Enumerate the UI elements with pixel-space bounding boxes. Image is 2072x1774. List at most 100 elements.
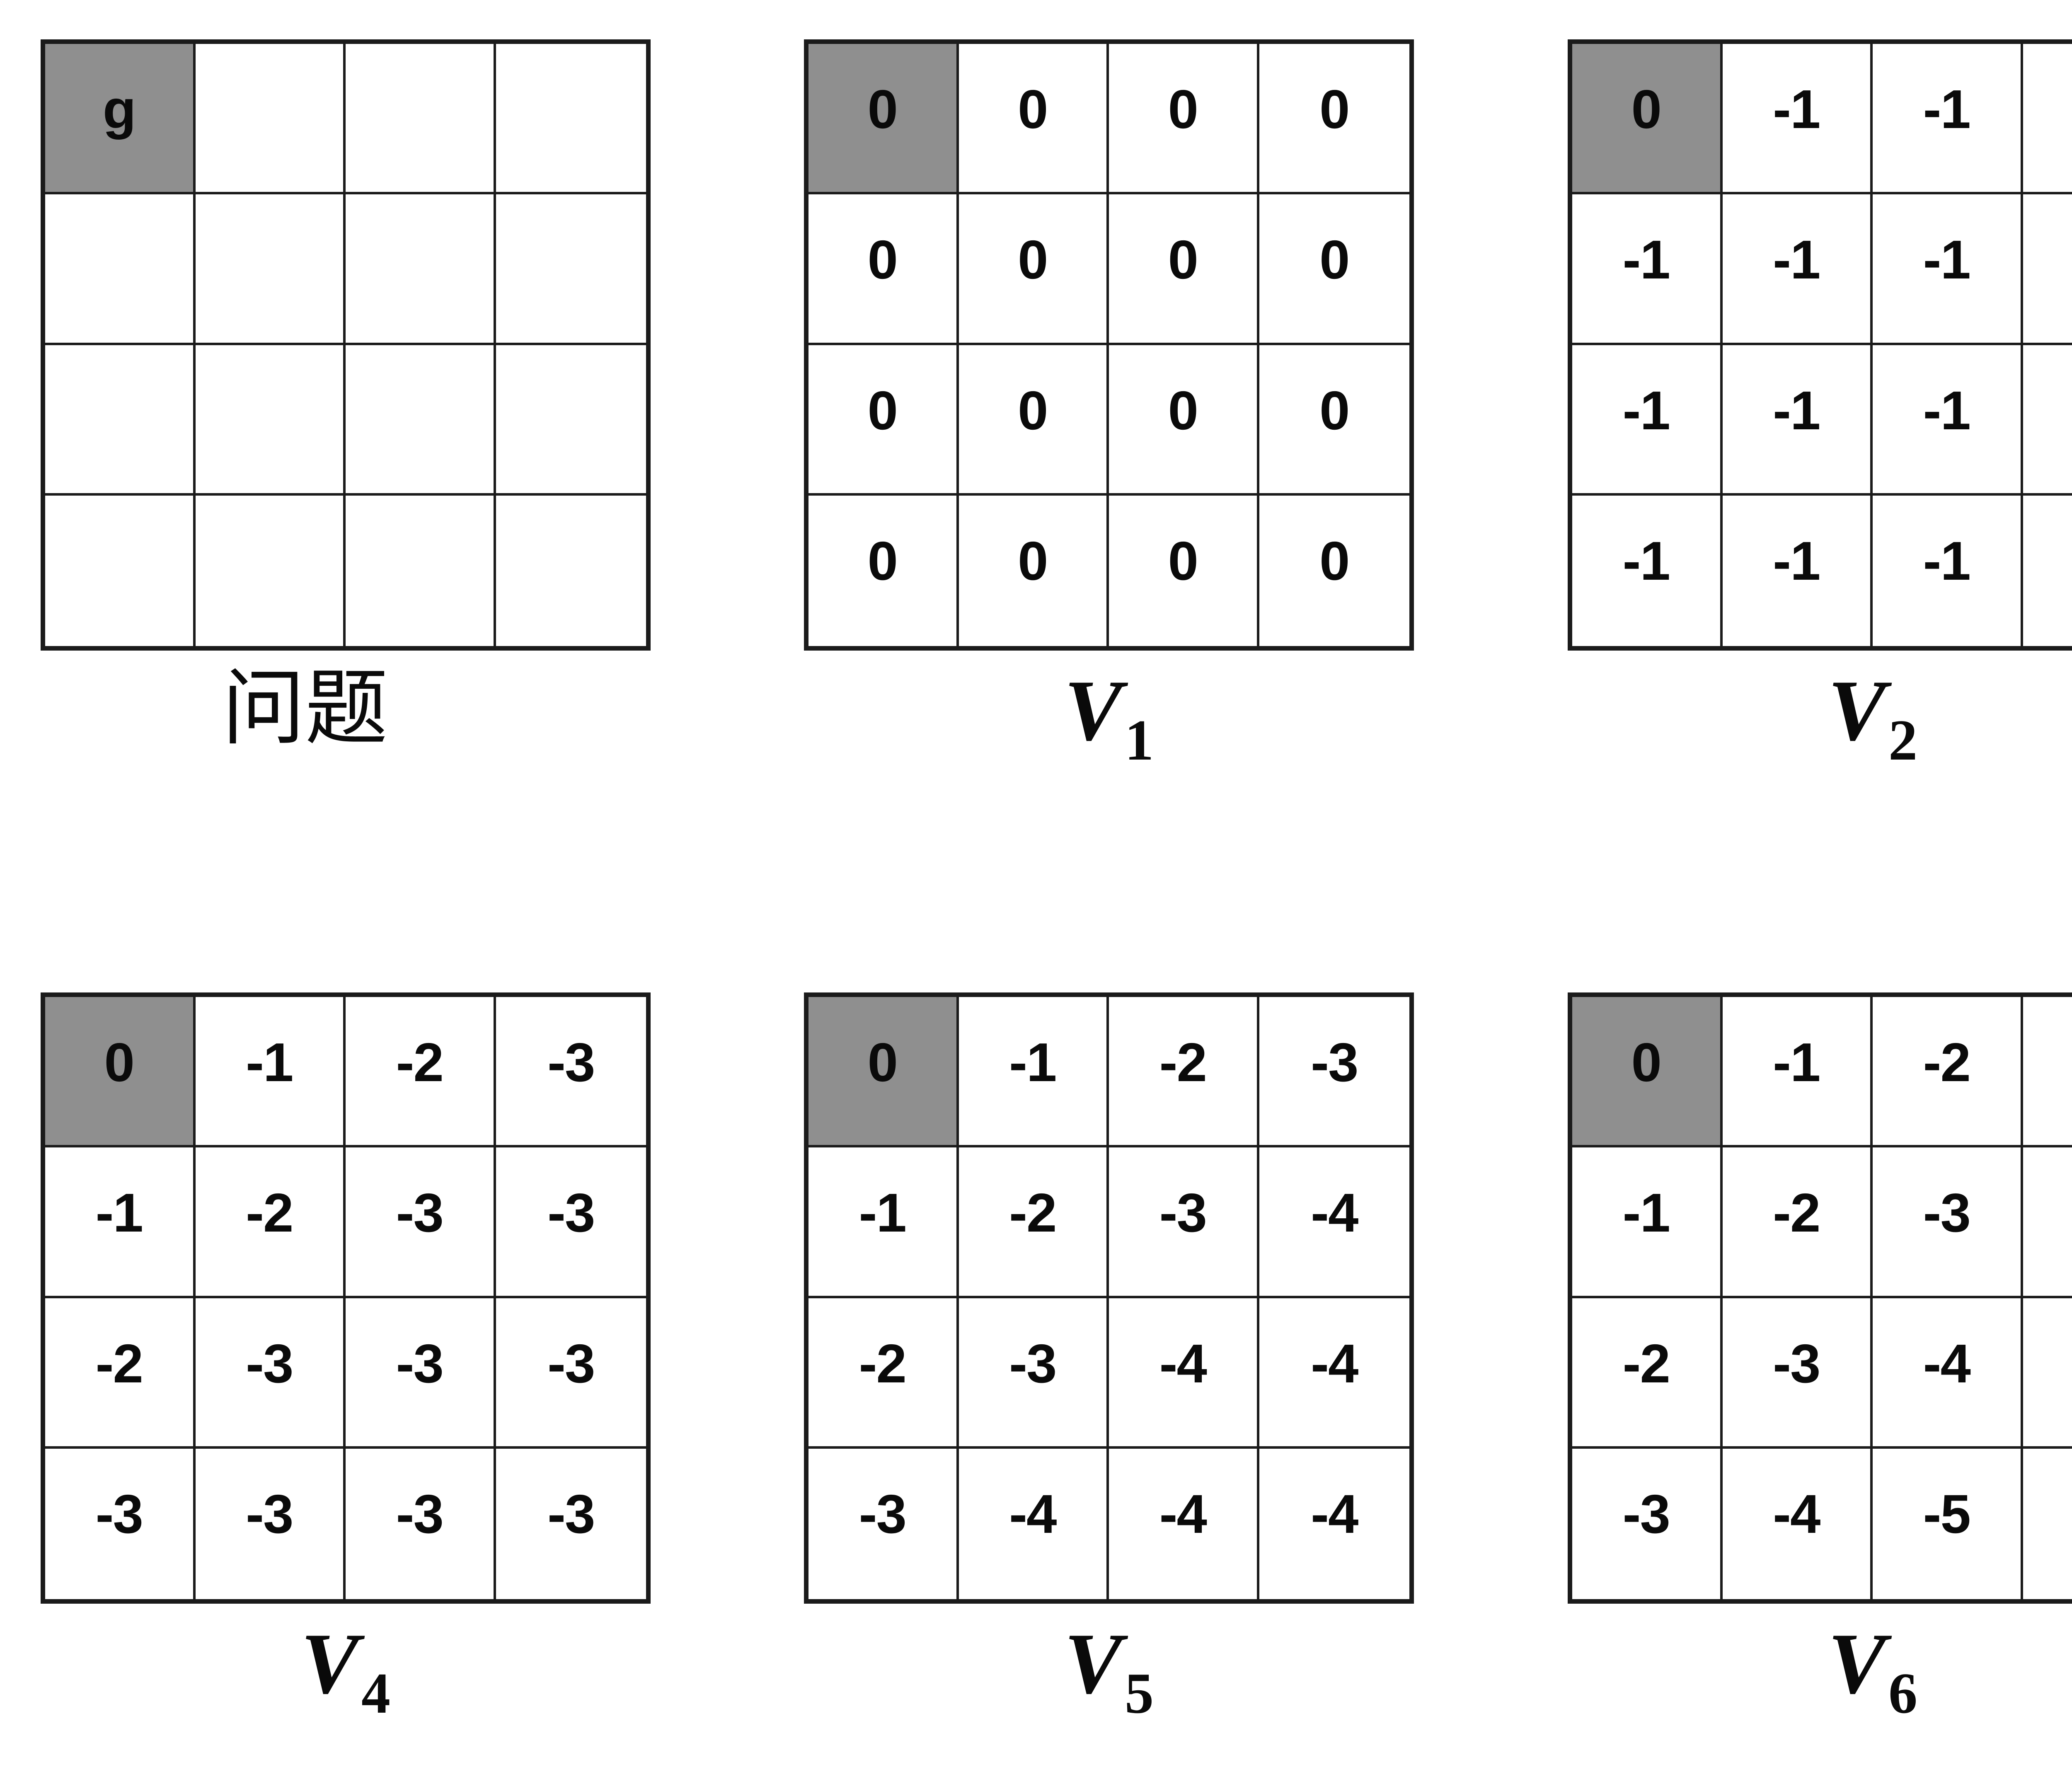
- grid-cell[interactable]: -1: [2023, 495, 2072, 646]
- grid-cell[interactable]: -2: [45, 1298, 196, 1449]
- grid-cell[interactable]: -3: [808, 1448, 959, 1599]
- grid-cell[interactable]: [496, 44, 646, 195]
- grid-cell[interactable]: -5: [1873, 1448, 2023, 1599]
- grid-cell[interactable]: 0: [1259, 194, 1409, 345]
- grid-cell[interactable]: -3: [195, 1448, 346, 1599]
- grid-cell[interactable]: -1: [1873, 194, 2023, 345]
- grid-cell[interactable]: 0: [959, 194, 1109, 345]
- grid-cell[interactable]: [45, 345, 196, 496]
- grid-cell[interactable]: 0: [1572, 997, 1723, 1148]
- grid-cell[interactable]: -5: [2023, 1448, 2072, 1599]
- panel-v4: 0 -1 -2 -3 -1 -2 -3 -3 -2 -3 -3 -3 -3 -3…: [41, 992, 651, 1604]
- grid-cell[interactable]: -5: [2023, 1298, 2072, 1449]
- grid-cell[interactable]: [45, 194, 196, 345]
- grid-cell[interactable]: 0: [45, 997, 196, 1148]
- grid-cell[interactable]: 0: [808, 997, 959, 1148]
- grid-cell[interactable]: -4: [2023, 1147, 2072, 1298]
- grid-cell[interactable]: -3: [346, 1298, 496, 1449]
- grid-cell[interactable]: -1: [195, 997, 346, 1148]
- grid-cell[interactable]: -2: [195, 1147, 346, 1298]
- grid-cell[interactable]: -2: [1572, 1298, 1723, 1449]
- grid-cell[interactable]: -1: [1722, 495, 1873, 646]
- grid-cell[interactable]: -1: [1722, 997, 1873, 1148]
- grid-cell[interactable]: 0: [959, 495, 1109, 646]
- grid-cell[interactable]: [195, 44, 346, 195]
- grid-cell[interactable]: -1: [2023, 44, 2072, 195]
- grid-cell[interactable]: -3: [1873, 1147, 2023, 1298]
- grid-cell[interactable]: [195, 495, 346, 646]
- grid-cell[interactable]: -2: [1109, 997, 1259, 1148]
- grid-cell[interactable]: 0: [1259, 495, 1409, 646]
- grid-cell[interactable]: -1: [1722, 44, 1873, 195]
- grid-cell[interactable]: [496, 495, 646, 646]
- grid-cell[interactable]: [346, 194, 496, 345]
- grid-cell[interactable]: -3: [1722, 1298, 1873, 1449]
- grid-cell[interactable]: -4: [1109, 1448, 1259, 1599]
- grid-cell[interactable]: [195, 194, 346, 345]
- grid-cell[interactable]: -1: [2023, 194, 2072, 345]
- grid-cell[interactable]: -1: [1572, 345, 1723, 496]
- grid-cell[interactable]: -2: [1722, 1147, 1873, 1298]
- grid-cell[interactable]: -1: [1873, 44, 2023, 195]
- grid-cell[interactable]: -1: [1572, 194, 1723, 345]
- grid-cell[interactable]: -2: [346, 997, 496, 1148]
- grid-cell[interactable]: -1: [1873, 345, 2023, 496]
- grid-cell[interactable]: -3: [346, 1448, 496, 1599]
- grid-cell[interactable]: -4: [1259, 1298, 1409, 1449]
- grid-cell[interactable]: -1: [1572, 495, 1723, 646]
- grid-cell[interactable]: -2: [1873, 997, 2023, 1148]
- grid-cell[interactable]: -4: [959, 1448, 1109, 1599]
- grid-cell[interactable]: 0: [808, 44, 959, 195]
- panel-v5: 0 -1 -2 -3 -1 -2 -3 -4 -2 -3 -4 -4 -3 -4…: [804, 992, 1414, 1604]
- grid-cell[interactable]: -3: [959, 1298, 1109, 1449]
- grid-cell[interactable]: -3: [45, 1448, 196, 1599]
- grid-cell[interactable]: -3: [1259, 997, 1409, 1148]
- grid-cell[interactable]: -3: [1109, 1147, 1259, 1298]
- grid-cell[interactable]: [346, 495, 496, 646]
- panel-caption-problem: 问题: [0, 665, 610, 773]
- grid-cell[interactable]: [346, 345, 496, 496]
- grid-cell[interactable]: -4: [1722, 1448, 1873, 1599]
- grid-cell[interactable]: 0: [1259, 44, 1409, 195]
- grid-cell[interactable]: -3: [1572, 1448, 1723, 1599]
- grid-cell[interactable]: -4: [1109, 1298, 1259, 1449]
- grid-cell[interactable]: -1: [1722, 194, 1873, 345]
- caption-text: 问题: [222, 660, 388, 757]
- grid-cell[interactable]: g: [45, 44, 196, 195]
- grid-cell[interactable]: 0: [1109, 345, 1259, 496]
- grid-cell[interactable]: -1: [808, 1147, 959, 1298]
- grid-cell[interactable]: -1: [1722, 345, 1873, 496]
- grid-cell[interactable]: -3: [195, 1298, 346, 1449]
- grid-cell[interactable]: -1: [959, 997, 1109, 1148]
- grid-cell[interactable]: 0: [1109, 194, 1259, 345]
- grid-cell[interactable]: [496, 345, 646, 496]
- grid-cell[interactable]: -1: [45, 1147, 196, 1298]
- grid-cell[interactable]: -1: [2023, 345, 2072, 496]
- grid-cell[interactable]: -1: [1572, 1147, 1723, 1298]
- grid-cell[interactable]: [496, 194, 646, 345]
- grid-cell[interactable]: 0: [808, 345, 959, 496]
- grid-cell[interactable]: -3: [496, 1298, 646, 1449]
- grid-cell[interactable]: -4: [1259, 1147, 1409, 1298]
- grid-cell[interactable]: -3: [2023, 997, 2072, 1148]
- grid-cell[interactable]: [45, 495, 196, 646]
- grid-cell[interactable]: -3: [496, 1147, 646, 1298]
- grid-cell[interactable]: -4: [1259, 1448, 1409, 1599]
- grid-cell[interactable]: -2: [808, 1298, 959, 1449]
- grid-cell[interactable]: 0: [1572, 44, 1723, 195]
- grid-cell[interactable]: 0: [1109, 495, 1259, 646]
- grid-cell[interactable]: -3: [496, 1448, 646, 1599]
- grid-cell[interactable]: -1: [1873, 495, 2023, 646]
- grid-cell[interactable]: 0: [1109, 44, 1259, 195]
- grid-cell[interactable]: [195, 345, 346, 496]
- grid-cell[interactable]: -2: [959, 1147, 1109, 1298]
- grid-cell[interactable]: [346, 44, 496, 195]
- grid-cell[interactable]: 0: [959, 345, 1109, 496]
- grid-cell[interactable]: 0: [808, 194, 959, 345]
- grid-cell[interactable]: -3: [346, 1147, 496, 1298]
- grid-cell[interactable]: 0: [959, 44, 1109, 195]
- grid-cell[interactable]: 0: [808, 495, 959, 646]
- grid-cell[interactable]: 0: [1259, 345, 1409, 496]
- grid-cell[interactable]: -3: [496, 997, 646, 1148]
- grid-cell[interactable]: -4: [1873, 1298, 2023, 1449]
